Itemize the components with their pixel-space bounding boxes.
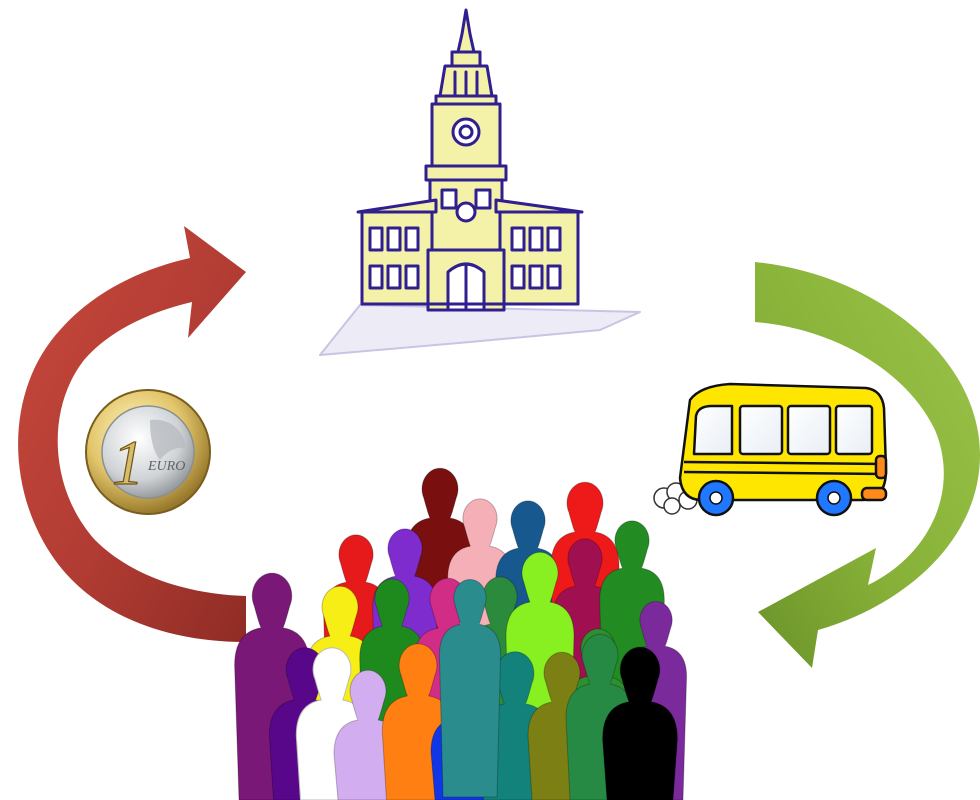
city-hall-spire: [456, 8, 476, 54]
bus-bumper: [860, 486, 888, 502]
city-hall-left-wing: [360, 210, 434, 306]
bus-icon: [653, 382, 888, 517]
coin-numeral: 1: [112, 427, 144, 498]
crowd-person: [438, 579, 502, 798]
crowd-icon: [234, 467, 688, 800]
green-cycle-arrow: [755, 262, 980, 668]
red-cycle-arrow: [18, 226, 247, 642]
coin-currency: EURO: [147, 459, 185, 474]
city-hall-right-wing: [498, 210, 580, 306]
bus-windows: [692, 404, 874, 456]
clock-face: [451, 117, 481, 147]
city-hall-icon: [319, 8, 641, 356]
green-arrow-body: [755, 262, 980, 668]
city-hall-ground: [319, 304, 641, 356]
euro-coin-icon: 1 EURO: [85, 389, 211, 515]
red-arrow-body: [18, 226, 247, 642]
crowd-person: [602, 646, 678, 800]
